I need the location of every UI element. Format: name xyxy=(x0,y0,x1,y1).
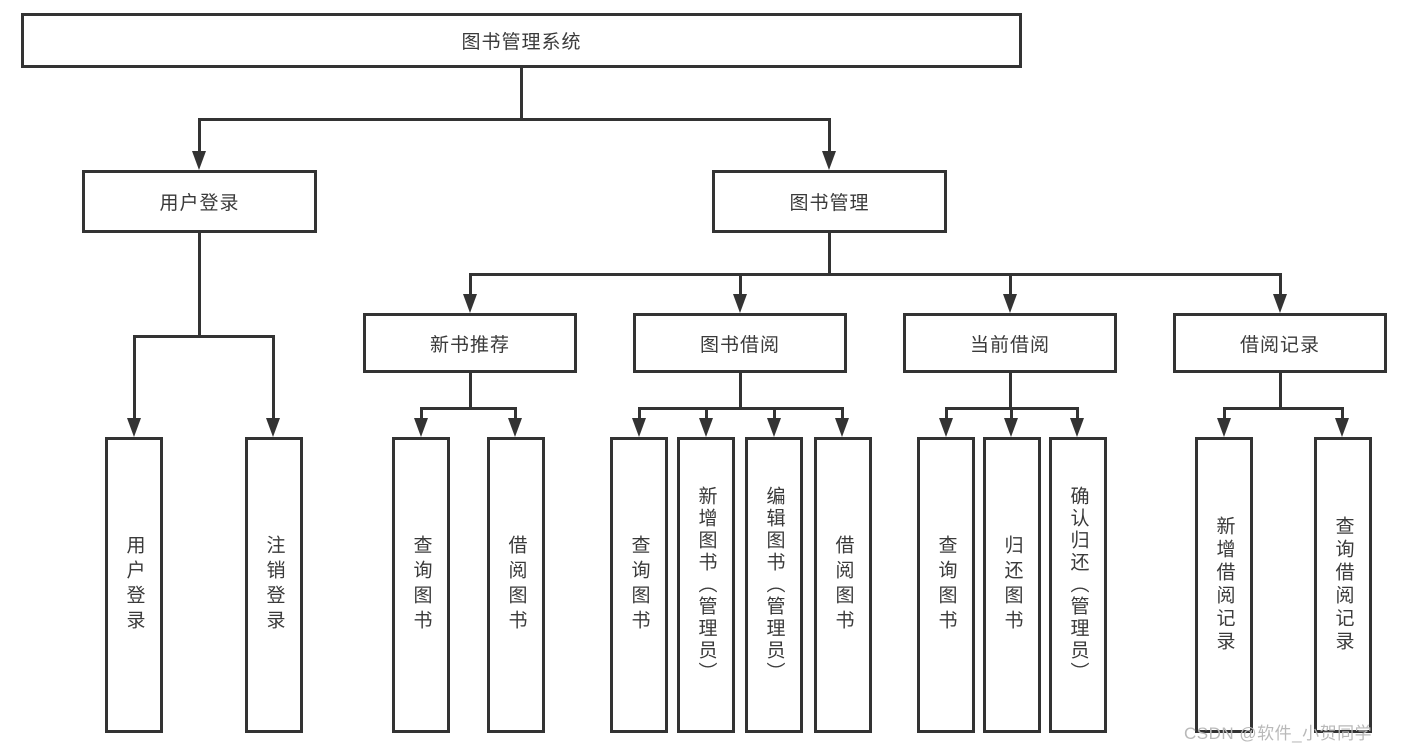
connector-line xyxy=(828,233,831,275)
connector-line xyxy=(841,407,844,421)
node-book-management: 图书管理 xyxy=(712,170,947,233)
connector-line xyxy=(198,118,201,154)
connector-line xyxy=(1076,407,1079,421)
leaf-recommend-query-book-label: 查询图书 xyxy=(410,535,432,635)
leaf-borrow-borrow-book-label: 借阅图书 xyxy=(832,535,854,635)
arrow-down-icon xyxy=(127,418,141,437)
leaf-record-query: 查询借阅记录 xyxy=(1314,437,1372,733)
leaf-logout: 注销登录 xyxy=(245,437,303,733)
node-borrow-record-label: 借阅记录 xyxy=(1239,334,1320,356)
node-current-borrow-label: 当前借阅 xyxy=(969,334,1050,356)
connector-line xyxy=(420,407,423,421)
connector-line xyxy=(638,407,842,410)
connector-line xyxy=(705,407,708,421)
connector-line xyxy=(1010,407,1013,421)
arrow-down-icon xyxy=(767,418,781,437)
arrow-down-icon xyxy=(1070,418,1084,437)
leaf-record-add-label: 新增借阅记录 xyxy=(1213,516,1235,654)
connector-line xyxy=(469,273,1281,276)
leaf-current-query-book: 查询图书 xyxy=(917,437,975,733)
connector-line xyxy=(272,335,275,420)
connector-line xyxy=(1009,373,1012,407)
arrow-down-icon xyxy=(835,418,849,437)
leaf-borrow-edit-book-admin-label: 编辑图书（管理员） xyxy=(763,486,785,684)
node-user-login: 用户登录 xyxy=(82,170,317,233)
leaf-record-add: 新增借阅记录 xyxy=(1195,437,1253,733)
node-book-borrow-label: 图书借阅 xyxy=(699,334,780,356)
arrow-down-icon xyxy=(1003,294,1017,313)
arrow-down-icon xyxy=(632,418,646,437)
arrow-down-icon xyxy=(266,418,280,437)
leaf-borrow-borrow-book: 借阅图书 xyxy=(814,437,872,733)
leaf-borrow-edit-book-admin: 编辑图书（管理员） xyxy=(745,437,803,733)
leaf-current-confirm-return-admin: 确认归还（管理员） xyxy=(1049,437,1107,733)
leaf-user-login-label: 用户登录 xyxy=(123,535,145,635)
node-root-label: 图书管理系统 xyxy=(461,32,582,53)
connector-line xyxy=(1009,273,1012,297)
connector-line xyxy=(1223,407,1226,421)
connector-line xyxy=(133,335,136,420)
leaf-current-return-book: 归还图书 xyxy=(983,437,1041,733)
leaf-recommend-query-book: 查询图书 xyxy=(392,437,450,733)
node-new-book-recommend: 新书推荐 xyxy=(363,313,577,373)
leaf-borrow-query-book: 查询图书 xyxy=(610,437,668,733)
leaf-user-login: 用户登录 xyxy=(105,437,163,733)
leaf-current-return-book-label: 归还图书 xyxy=(1001,535,1023,635)
connector-line xyxy=(638,407,641,421)
leaf-borrow-add-book-admin-label: 新增图书（管理员） xyxy=(695,486,717,684)
arrow-down-icon xyxy=(192,151,206,170)
csdn-watermark: CSDN @软件_小贺同学 xyxy=(1184,724,1373,743)
arrow-down-icon xyxy=(822,151,836,170)
leaf-current-confirm-return-admin-label: 确认归还（管理员） xyxy=(1067,486,1089,684)
leaf-recommend-borrow-book: 借阅图书 xyxy=(487,437,545,733)
connector-line xyxy=(739,373,742,407)
leaf-borrow-add-book-admin: 新增图书（管理员） xyxy=(677,437,735,733)
connector-line xyxy=(469,273,472,297)
connector-line xyxy=(739,273,742,297)
leaf-borrow-query-book-label: 查询图书 xyxy=(628,535,650,635)
arrow-down-icon xyxy=(1004,418,1018,437)
arrow-down-icon xyxy=(939,418,953,437)
leaf-record-query-label: 查询借阅记录 xyxy=(1332,516,1354,654)
connector-line xyxy=(198,233,201,335)
connector-line xyxy=(133,335,274,338)
connector-line xyxy=(198,118,831,121)
node-book-borrow: 图书借阅 xyxy=(633,313,847,373)
connector-line xyxy=(1341,407,1344,421)
arrow-down-icon xyxy=(508,418,522,437)
leaf-logout-label: 注销登录 xyxy=(263,535,285,635)
node-root: 图书管理系统 xyxy=(21,13,1022,68)
node-borrow-record: 借阅记录 xyxy=(1173,313,1387,373)
connector-line xyxy=(773,407,776,421)
node-new-book-recommend-label: 新书推荐 xyxy=(429,334,510,356)
arrow-down-icon xyxy=(733,294,747,313)
connector-line xyxy=(1279,273,1282,297)
node-current-borrow: 当前借阅 xyxy=(903,313,1117,373)
connector-line xyxy=(1279,373,1282,407)
arrow-down-icon xyxy=(699,418,713,437)
connector-line xyxy=(945,407,948,421)
connector-line xyxy=(514,407,517,421)
connector-line xyxy=(420,407,517,410)
arrow-down-icon xyxy=(1217,418,1231,437)
arrow-down-icon xyxy=(463,294,477,313)
arrow-down-icon xyxy=(414,418,428,437)
node-user-login-label: 用户登录 xyxy=(159,193,240,214)
connector-line xyxy=(1223,407,1343,410)
leaf-recommend-borrow-book-label: 借阅图书 xyxy=(505,535,527,635)
node-book-management-label: 图书管理 xyxy=(789,193,870,214)
connector-line xyxy=(828,118,831,154)
connector-line xyxy=(469,373,472,407)
arrow-down-icon xyxy=(1273,294,1287,313)
leaf-current-query-book-label: 查询图书 xyxy=(935,535,957,635)
arrow-down-icon xyxy=(1335,418,1349,437)
connector-line xyxy=(520,68,523,121)
